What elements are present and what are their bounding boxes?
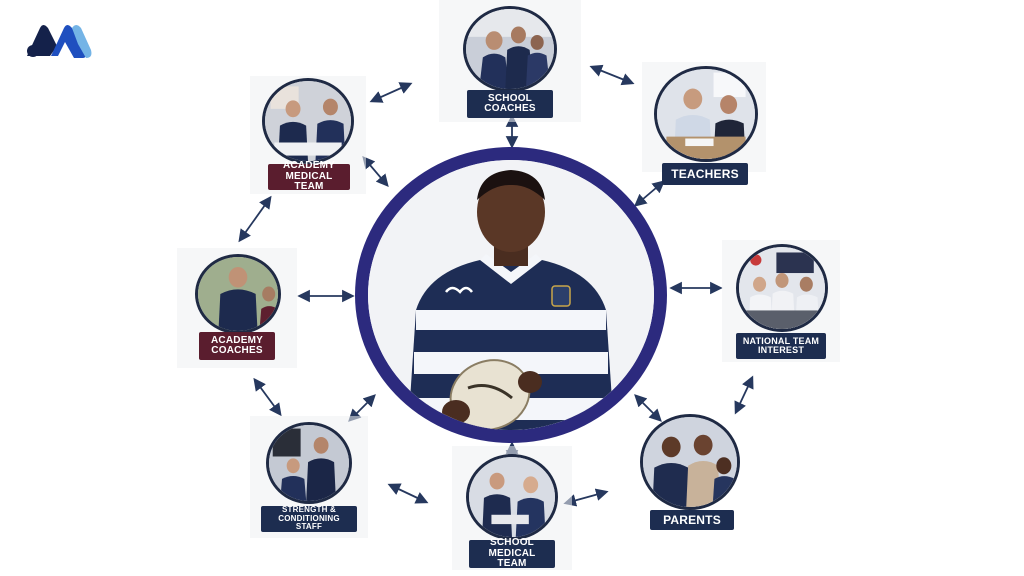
parents-photo — [640, 414, 740, 510]
node-national-team-interest: NATIONAL TEAM INTEREST — [722, 240, 840, 362]
teachers-label: TEACHERS — [662, 163, 748, 185]
rugby-player-photo — [368, 160, 654, 430]
arrow-school-coaches-teachers — [592, 67, 632, 83]
arrow-center-academy-medical — [364, 158, 387, 185]
arrow-strength-academy-coaches — [255, 380, 280, 414]
arrow-academy-medical-school-coaches — [372, 84, 410, 101]
national-team-photo — [736, 244, 828, 332]
academy-medical-team-label: ACADEMY MEDICAL TEAM — [268, 164, 350, 190]
arrow-school-medical-strength — [390, 485, 426, 502]
national-team-interest-label: NATIONAL TEAM INTEREST — [736, 333, 826, 359]
node-academy-coaches: ACADEMY COACHES — [177, 248, 297, 368]
academy-medical-photo — [262, 78, 354, 164]
node-strength-conditioning-staff: STRENGTH & CONDITIONING STAFF — [250, 416, 368, 538]
node-teachers: TEACHERS — [638, 62, 770, 186]
school-coaches-photo — [463, 6, 557, 92]
strength-conditioning-staff-label: STRENGTH & CONDITIONING STAFF — [261, 506, 357, 532]
school-coaches-label: SCHOOL COACHES — [467, 90, 553, 118]
parents-label: PARENTS — [650, 510, 734, 530]
node-school-coaches: SCHOOL COACHES — [439, 0, 581, 122]
teachers-photo — [654, 66, 758, 162]
academy-coaches-label: ACADEMY COACHES — [199, 332, 275, 360]
strength-conditioning-photo — [266, 422, 352, 504]
node-school-medical-team: SCHOOL MEDICAL TEAM — [452, 446, 572, 570]
academy-coaches-photo — [195, 254, 281, 334]
school-medical-team-label: SCHOOL MEDICAL TEAM — [469, 540, 555, 568]
school-medical-photo — [466, 454, 558, 540]
arrow-academy-coaches-academy-medical — [240, 198, 270, 240]
node-academy-medical-team: ACADEMY MEDICAL TEAM — [250, 76, 366, 194]
center-player-portrait — [355, 147, 667, 443]
arrow-national-team-parents — [736, 378, 752, 412]
node-parents: PARENTS — [634, 412, 754, 532]
arrow-parents-school-medical — [566, 492, 606, 503]
